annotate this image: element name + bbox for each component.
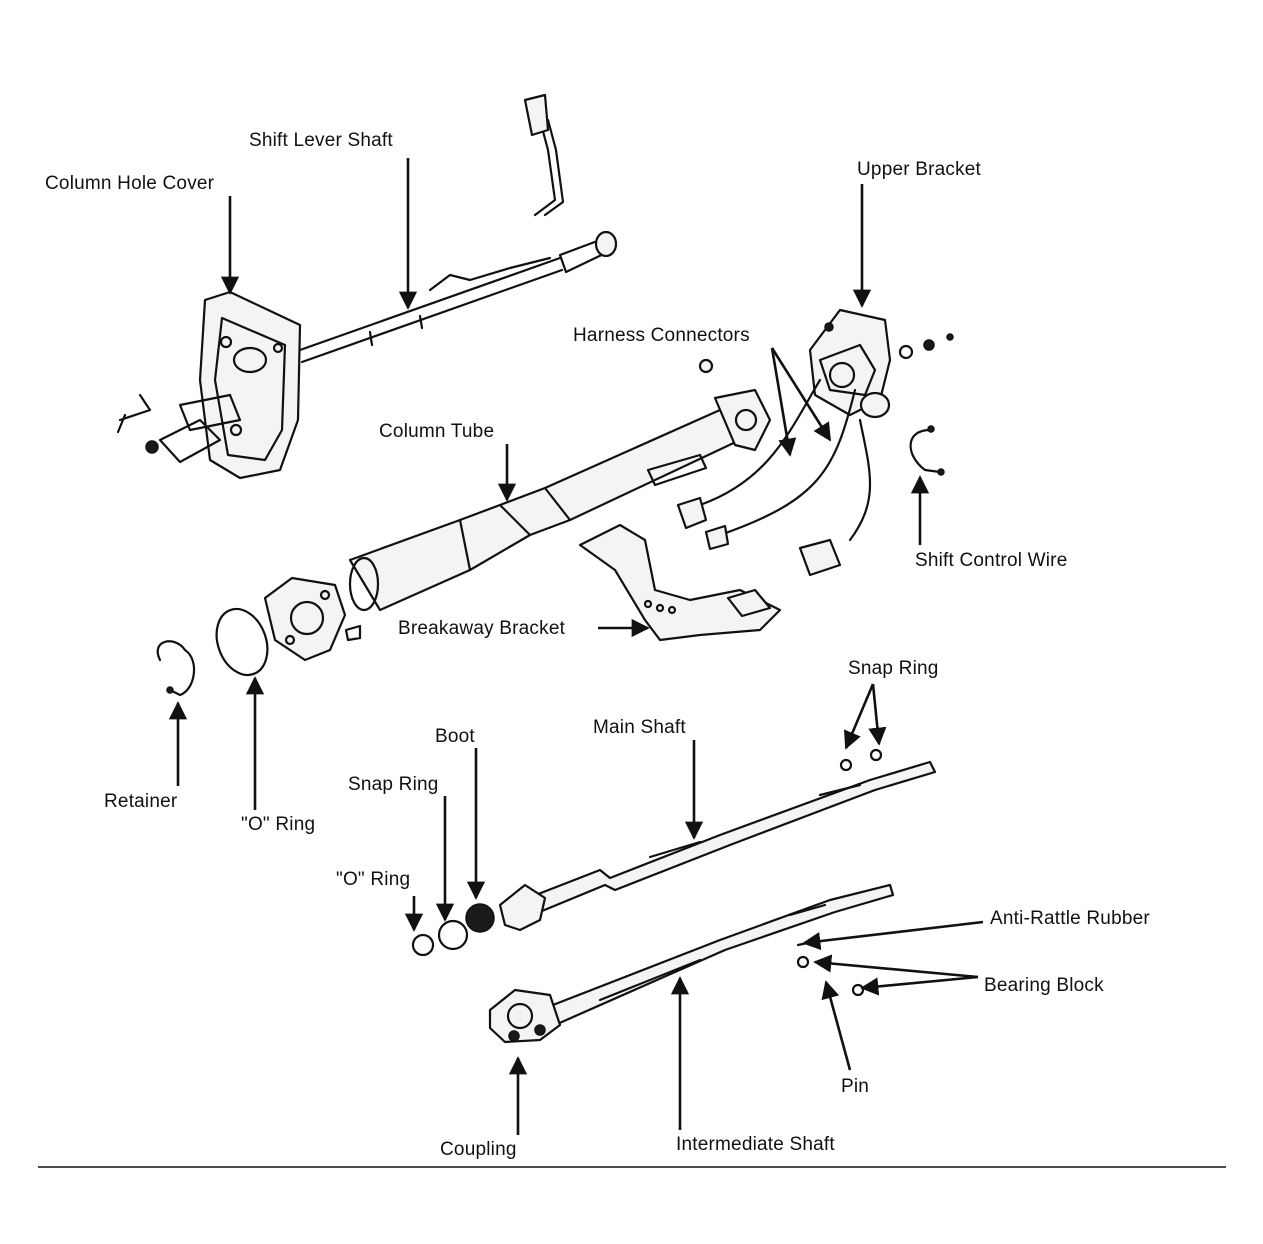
upper-bracket-part (808, 308, 954, 419)
shift-lever-shaft-part (116, 93, 618, 464)
label-upper-bracket: Upper Bracket (857, 159, 982, 180)
leader-pin (821, 980, 852, 1071)
label-o-ring-upper: "O" Ring (241, 814, 316, 835)
o-ring-upper-part (215, 607, 269, 677)
label-main-shaft: Main Shaft (593, 717, 686, 738)
main-shaft-part (411, 748, 937, 957)
label-shift-lever-shaft: Shift Lever Shaft (249, 130, 393, 151)
leader-harness-1 (770, 347, 797, 457)
label-column-tube: Column Tube (379, 421, 495, 442)
label-pin: Pin (841, 1076, 870, 1097)
label-boot: Boot (435, 726, 475, 747)
leader-snap-ring-upper-1 (843, 683, 875, 750)
column-plate-part (263, 576, 362, 662)
column-tube-part (348, 358, 772, 612)
label-shift-control-wire: Shift Control Wire (915, 550, 1068, 571)
leader-anti-rattle-rubber (802, 920, 984, 951)
label-anti-rattle-rubber: Anti-Rattle Rubber (990, 908, 1150, 929)
leader-lines (168, 158, 984, 1135)
label-intermediate-shaft: Intermediate Shaft (676, 1134, 835, 1155)
label-column-hole-cover: Column Hole Cover (45, 173, 215, 194)
label-snap-ring-upper: Snap Ring (848, 658, 939, 679)
label-bearing-block: Bearing Block (984, 975, 1104, 996)
column-hole-cover-part (198, 290, 302, 480)
leader-bearing-block-2 (860, 975, 979, 996)
label-harness-connectors: Harness Connectors (573, 325, 750, 346)
harness-wires-part (676, 378, 872, 577)
label-breakaway-bracket: Breakaway Bracket (398, 618, 566, 639)
intermediate-shaft-part (488, 883, 895, 1044)
shift-control-wire-part (909, 425, 945, 476)
retainer-part (156, 640, 196, 697)
leader-harness-2 (770, 347, 832, 442)
leader-snap-ring-upper-2 (868, 683, 887, 746)
label-o-ring-lower: "O" Ring (336, 869, 411, 890)
label-retainer: Retainer (104, 791, 178, 812)
label-snap-ring-lower: Snap Ring (348, 774, 439, 795)
leader-bearing-block-1 (813, 954, 979, 979)
breakaway-bracket-part (578, 523, 782, 642)
label-coupling: Coupling (440, 1139, 517, 1160)
